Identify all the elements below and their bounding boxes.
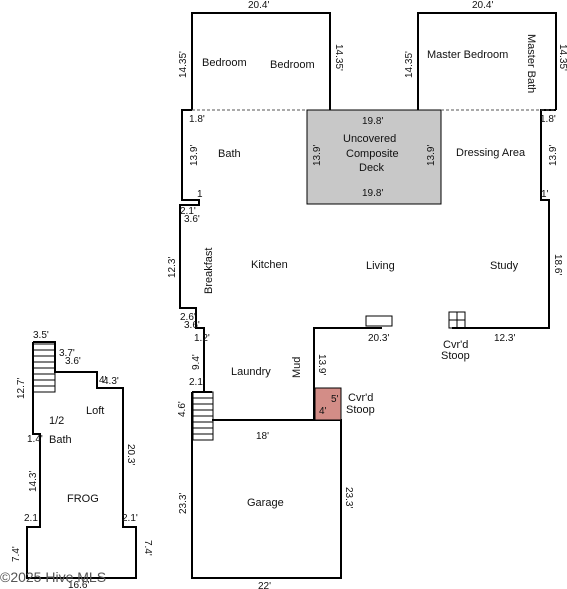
dim-loft-mid-a: 4' bbox=[99, 375, 107, 386]
dim-loft-1-4: 1.4' bbox=[27, 434, 43, 445]
room-frog: FROG bbox=[67, 493, 99, 505]
dim-bath-jog: 1.8' bbox=[189, 114, 205, 125]
dim-deck-left: 13.9' bbox=[312, 145, 323, 166]
main-floor-walls bbox=[179, 12, 557, 579]
dim-deck-bottom: 19.8' bbox=[362, 188, 383, 199]
room-bedroom-2: Bedroom bbox=[270, 59, 315, 71]
half-bath-line1: 1/2 bbox=[49, 415, 64, 427]
room-bath: Bath bbox=[218, 148, 241, 160]
front-entry-symbols bbox=[365, 311, 466, 329]
room-master-bath: Master Bath bbox=[525, 34, 537, 93]
dim-garage-left-small: 4.6' bbox=[177, 401, 188, 417]
dim-frog-bottom-l: 7.4' bbox=[11, 546, 22, 562]
dim-garage-left: 23.3' bbox=[178, 493, 189, 514]
dim-master-right: 14.35' bbox=[557, 44, 567, 71]
dim-deck-right: 13.9' bbox=[426, 145, 437, 166]
room-master-bedroom: Master Bedroom bbox=[427, 49, 508, 61]
dim-dressing-one: 1' bbox=[541, 189, 549, 200]
dim-garage-bottom: 22' bbox=[258, 581, 271, 589]
dim-loft-mid-b: 4.3' bbox=[103, 376, 119, 387]
room-labels: Bedroom Bedroom Master Bedroom Master Ba… bbox=[49, 34, 537, 509]
stoop-1-line1: Cvr'd bbox=[443, 339, 468, 351]
dim-mud-height: 13.9' bbox=[316, 354, 327, 375]
dim-garage-top: 18' bbox=[256, 431, 269, 442]
dim-stoop-h: 4' bbox=[319, 406, 327, 417]
dim-frog-right: 20.3' bbox=[125, 444, 136, 465]
dim-study-height: 18.6' bbox=[552, 254, 563, 275]
dim-step-c: 2.6' bbox=[180, 312, 196, 323]
dim-top-right: 20.4' bbox=[472, 0, 493, 11]
dim-frog-bottom: 16.6' bbox=[68, 580, 89, 589]
deck-label-line3: Deck bbox=[359, 162, 385, 174]
dim-step-d: 3.6' bbox=[184, 320, 200, 331]
dim-study-bottom: 12.3' bbox=[494, 333, 515, 344]
dimension-labels: 20.4' 20.4' 14.35' 14.35' 14.35' 14.35' … bbox=[11, 0, 567, 589]
dim-step-b: 3.6' bbox=[184, 214, 200, 225]
dim-living-bottom: 20.3' bbox=[368, 333, 389, 344]
garage-stairs bbox=[192, 391, 214, 441]
room-loft: Loft bbox=[86, 405, 104, 417]
room-dressing-area: Dressing Area bbox=[456, 147, 526, 159]
dim-dressing-height: 13.9' bbox=[548, 145, 559, 166]
dim-laundry-height: 9.4' bbox=[191, 354, 202, 370]
watermark: ©2025 Hive MLS bbox=[0, 569, 106, 585]
dim-bedroom-right: 14.35' bbox=[333, 44, 344, 71]
dim-master-jog: 1.8' bbox=[540, 114, 556, 125]
dim-top-left: 20.4' bbox=[248, 0, 269, 11]
dim-laundry-step: 2.1' bbox=[189, 377, 205, 388]
dim-bedroom-left: 14.35' bbox=[178, 51, 189, 78]
room-bedroom-1: Bedroom bbox=[202, 57, 247, 69]
half-bath-line2: Bath bbox=[49, 434, 72, 446]
dim-frog-left: 14.3' bbox=[28, 471, 39, 492]
dim-loft-top: 3.5' bbox=[33, 330, 49, 341]
deck bbox=[192, 109, 556, 205]
dim-frog-step-r: 2.1' bbox=[122, 513, 138, 524]
room-living: Living bbox=[366, 260, 395, 272]
dim-step-a: 2.1' bbox=[180, 206, 196, 217]
upper-floor-walls bbox=[26, 341, 137, 579]
covered-stoop-box bbox=[314, 387, 342, 421]
dim-bath-one: 1 bbox=[197, 189, 203, 200]
dim-step-e: 1.2' bbox=[194, 333, 210, 344]
dim-deck-top: 19.8' bbox=[362, 116, 383, 127]
room-kitchen: Kitchen bbox=[251, 259, 288, 271]
deck-label-line1: Uncovered bbox=[343, 133, 396, 145]
dim-loft-left: 12.7' bbox=[16, 378, 27, 399]
dim-frog-bottom-r: 7.4' bbox=[142, 540, 153, 556]
dim-garage-right: 23.3' bbox=[343, 487, 354, 508]
dim-bath-height: 13.9' bbox=[189, 145, 200, 166]
stoop-2-line1: Cvr'd bbox=[348, 392, 373, 404]
deck-label-line2: Composite bbox=[346, 148, 399, 160]
dim-frog-step-l: 2.1 bbox=[24, 513, 38, 524]
dim-loft-step: 3.7' bbox=[59, 348, 75, 359]
dim-master-left: 14.35' bbox=[404, 51, 415, 78]
room-study: Study bbox=[490, 260, 519, 272]
dim-loft-step-b: 3.6' bbox=[65, 356, 81, 367]
stoop-2-line2: Stoop bbox=[346, 404, 375, 416]
dim-stoop-v: 5' bbox=[331, 394, 339, 405]
room-mud: Mud bbox=[291, 357, 303, 378]
room-laundry: Laundry bbox=[231, 366, 271, 378]
room-garage: Garage bbox=[247, 497, 284, 509]
stoop-1-line2: Stoop bbox=[441, 350, 470, 362]
dim-breakfast-height: 12.3' bbox=[167, 257, 178, 278]
room-breakfast: Breakfast bbox=[203, 248, 215, 294]
loft-stairs bbox=[32, 343, 56, 393]
